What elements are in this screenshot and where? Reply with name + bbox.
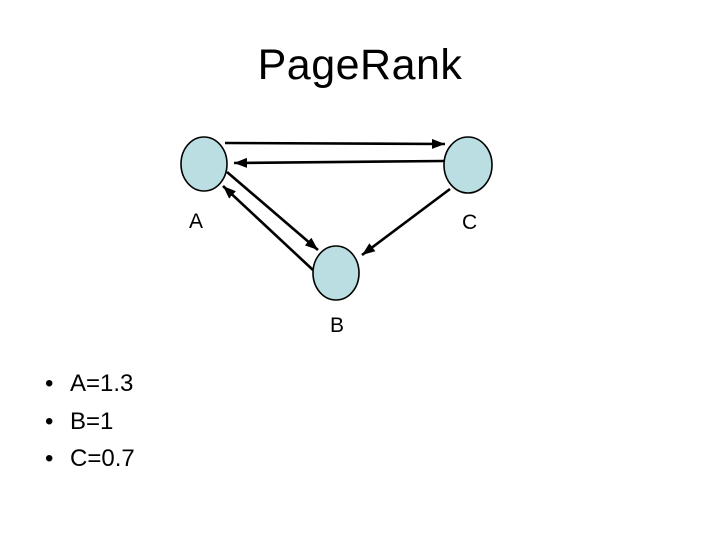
edge-b-to-a <box>222 185 314 271</box>
node-label-c: C <box>462 211 478 234</box>
graph-edges <box>222 138 451 271</box>
list-item-a-value: • A=1.3 <box>45 365 135 403</box>
list-item-c-value: • C=0.7 <box>45 440 135 478</box>
edge-c-to-a <box>233 157 445 168</box>
node-label-b: B <box>330 314 345 337</box>
bullet-icon: • <box>45 370 54 397</box>
node-c-circle <box>443 136 493 194</box>
edge-a-to-b <box>226 171 319 251</box>
node-b-circle <box>312 245 360 301</box>
edge-a-to-c <box>224 138 446 149</box>
list-item-b-value: • B=1 <box>45 403 135 441</box>
node-a-circle <box>180 136 228 192</box>
bullet-icon: • <box>45 445 54 472</box>
bullet-text-c: C=0.7 <box>70 445 135 472</box>
bullet-icon: • <box>45 407 54 435</box>
graph-nodes <box>180 136 493 301</box>
bullet-list: • A=1.3 • B=1 • C=0.7 <box>45 365 135 478</box>
node-label-a: A <box>189 210 204 233</box>
edge-c-to-b <box>361 187 451 257</box>
bullet-text-b: B=1 <box>70 407 114 435</box>
slide-title: PageRank <box>257 41 463 89</box>
bullet-text-a: A=1.3 <box>70 370 134 397</box>
